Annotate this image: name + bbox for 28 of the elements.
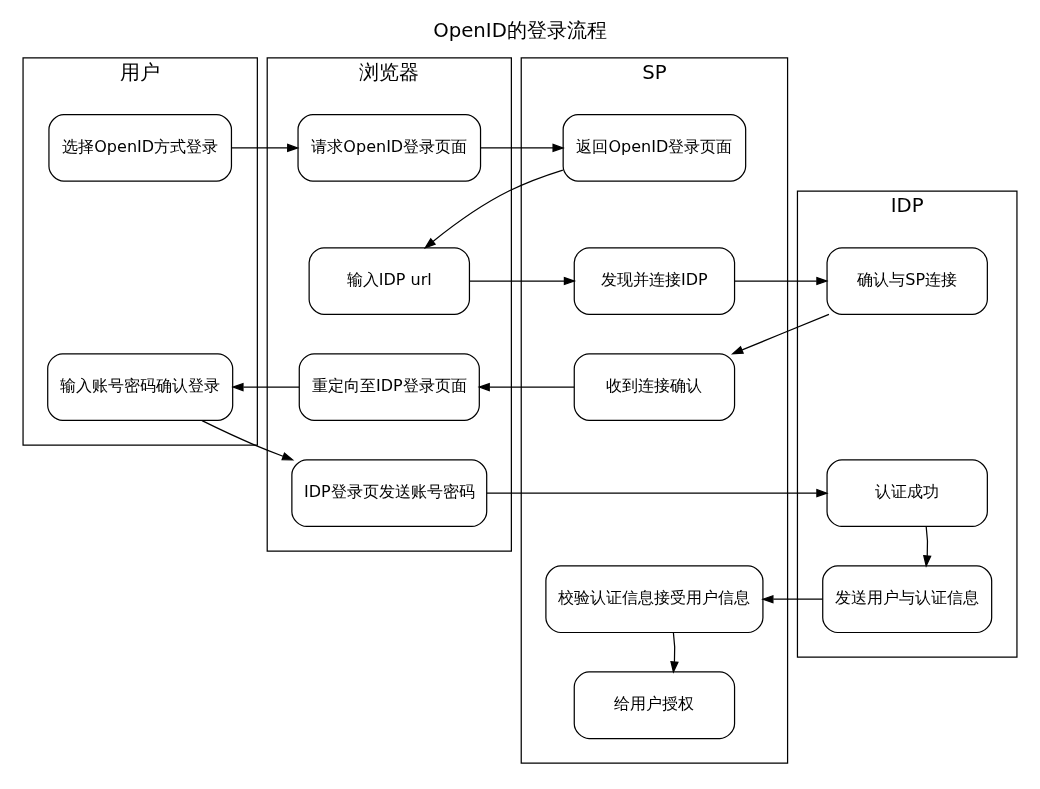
- arrow: [423, 169, 564, 249]
- node-box: 发送用户与认证信息: [822, 565, 993, 634]
- node-box: 确认与SP连接: [826, 247, 988, 315]
- node-box: 发现并连接IDP: [573, 247, 736, 315]
- node-box: 认证成功: [826, 459, 988, 528]
- arrow: [734, 276, 829, 286]
- arrow: [923, 525, 932, 568]
- node-box: 校验认证信息接受用户信息: [545, 565, 764, 634]
- arrow: [201, 420, 295, 461]
- arrow: [231, 382, 300, 392]
- arrow: [731, 313, 830, 355]
- node-box: IDP登录页发送账号密码: [291, 459, 488, 528]
- arrow: [480, 143, 565, 153]
- node-box: 请求OpenID登录页面: [297, 113, 482, 182]
- arrow: [477, 382, 575, 392]
- arrow: [670, 632, 679, 674]
- arrow: [486, 488, 829, 498]
- node-box: 收到连接确认: [573, 353, 736, 421]
- node-box: 重定向至IDP登录页面: [298, 353, 480, 421]
- node-box: 给用户授权: [573, 671, 736, 740]
- arrow: [468, 276, 577, 286]
- node-box: 输入IDP url: [308, 247, 471, 315]
- arrow: [761, 594, 824, 604]
- node-box: 返回OpenID登录页面: [562, 113, 747, 182]
- diagram-title: OpenID的登录流程: [433, 18, 607, 42]
- arrow: [231, 143, 300, 153]
- node-box: 选择OpenID方式登录: [48, 113, 233, 182]
- node-box: 输入账号密码确认登录: [47, 353, 234, 421]
